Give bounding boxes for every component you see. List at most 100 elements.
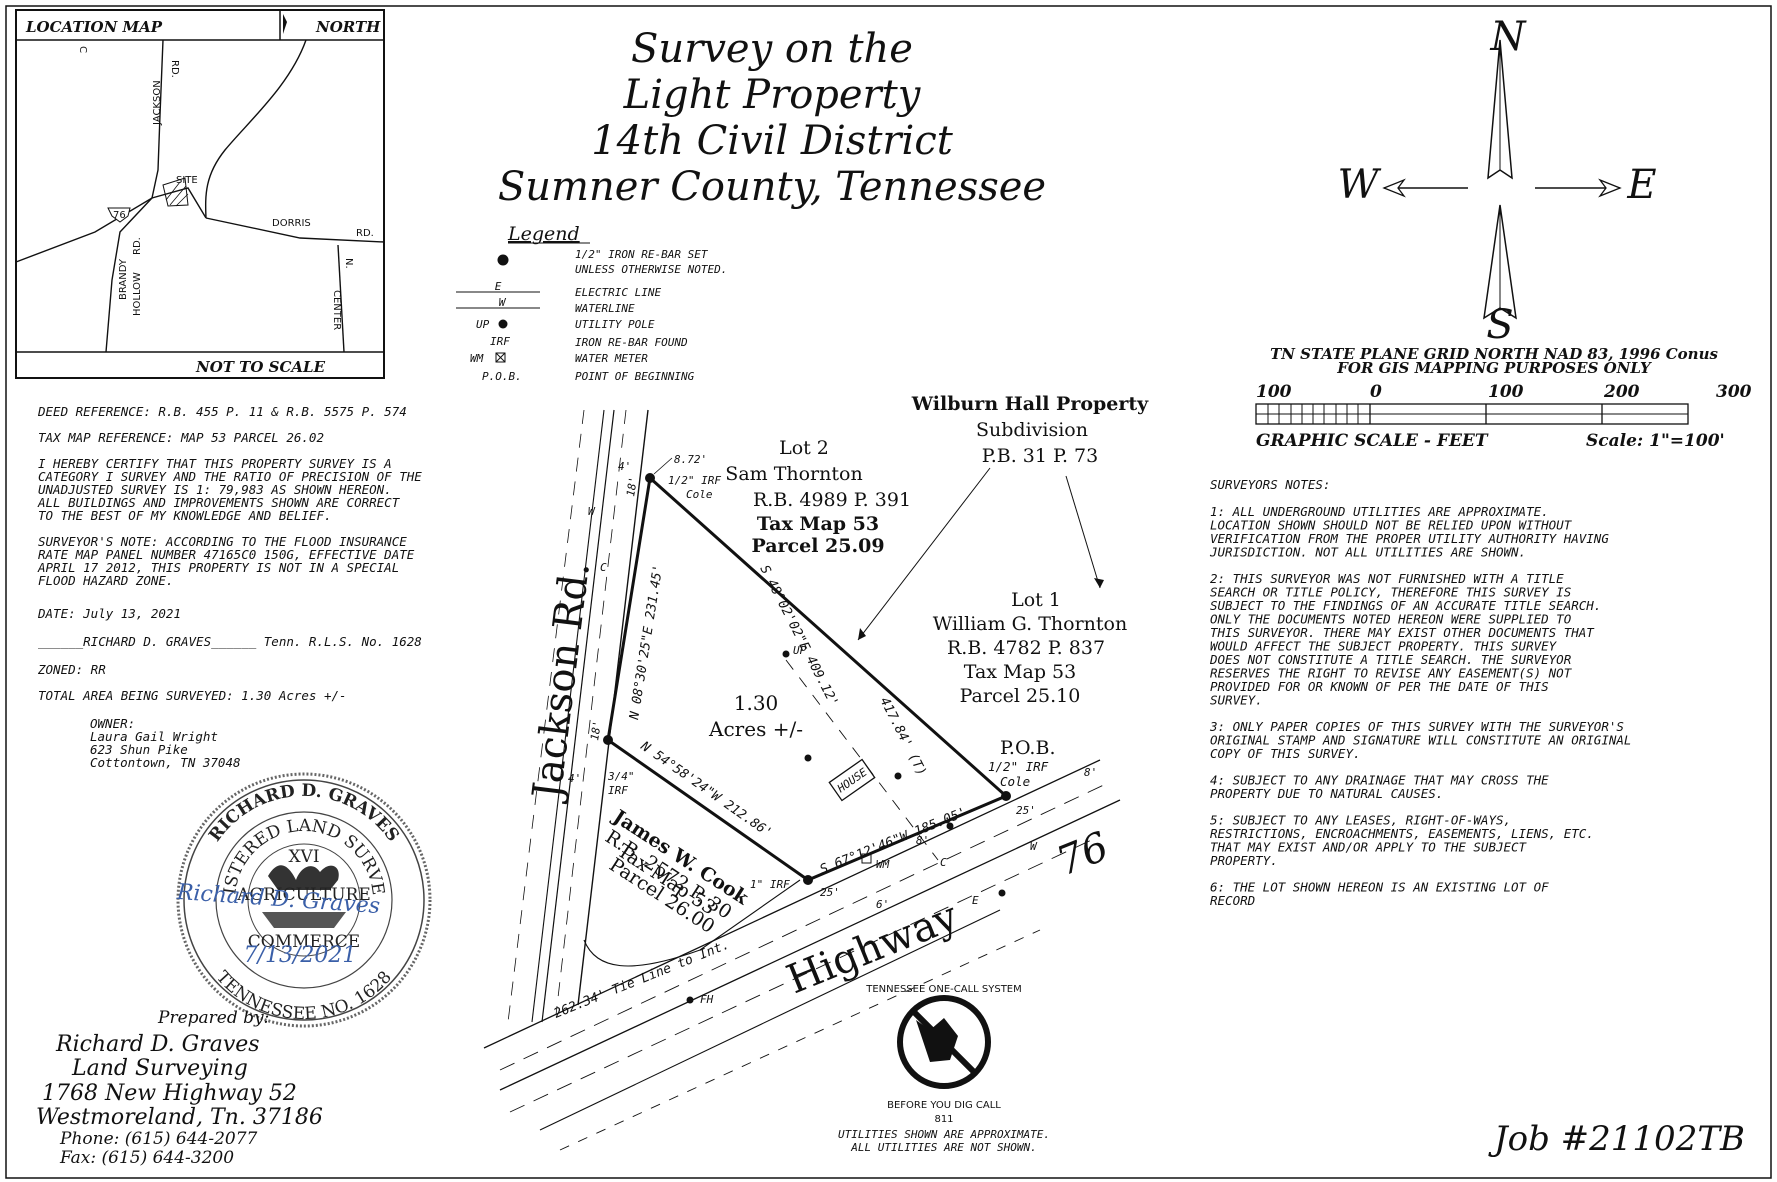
signature-date: 7/13/2021 (244, 943, 357, 968)
corner-nw-marker (645, 473, 655, 483)
flood-line-3: APRIL 17 2012, THIS PROPERTY IS NOT IN A… (37, 560, 399, 575)
surveyors-note-2-line-10: SURVEY. (1210, 693, 1263, 708)
dim-18a: 18' (624, 476, 640, 498)
prepared-fax: Fax: (615) 644-3200 (59, 1148, 234, 1168)
grid-note-line2: FOR GIS MAPPING PURPOSES ONLY (1336, 359, 1652, 377)
lot2-title: Lot 2 (779, 437, 829, 459)
scale-ratio: Scale: 1"=100' (1586, 431, 1725, 451)
total-area: TOTAL AREA BEING SURVEYED: 1.30 Acres +/… (38, 688, 347, 703)
legend-item-7: POINT OF BEGINNING (575, 370, 695, 383)
utility-pole-icon (804, 754, 812, 762)
scale-tick-0: 0 (1370, 382, 1382, 402)
location-map-north: NORTH (315, 18, 381, 36)
water-meter-icon (495, 352, 506, 363)
jackson-row-east (541, 409, 615, 1023)
compass-n: N (1490, 14, 1528, 60)
certify-line-4: ALL BUILDINGS AND IMPROVEMENTS SHOWN ARE… (37, 495, 401, 510)
surveyors-note-3-line-2: ORIGINAL STAMP AND SIGNATURE WILL CONSTI… (1210, 733, 1631, 748)
cole-top-label: Cole (686, 488, 713, 501)
dim-18b: 18' (588, 720, 604, 742)
surveyors-note-1-line-4: JURISDICTION. NOT ALL UTILITIES ARE SHOW… (1209, 545, 1526, 560)
survey-date: DATE: July 13, 2021 (37, 606, 181, 621)
surveyors-note-2-line-1: 2: THIS SURVEYOR WAS NOT FURNISHED WITH … (1210, 571, 1564, 586)
up-label: UP (793, 644, 807, 657)
certify-line-2: CATEGORY I SURVEY AND THE RATIO OF PRECI… (38, 469, 422, 484)
legend-up-symbol: UP (476, 318, 490, 331)
plat-drawing: N 08°30'25"E 231.45' S 48°02'02"E 409.12… (483, 393, 1149, 1151)
surveyors-note-4-line-1: 4: SUBJECT TO ANY DRAINAGE THAT MAY CROS… (1210, 773, 1549, 788)
surveyors-note-2-line-5: THIS SURVEYOR. THERE MAY EXIST OTHER DOC… (1210, 625, 1595, 640)
compass-w: W (1337, 162, 1381, 208)
surveyors-notes: SURVEYORS NOTES: 1: ALL UNDERGROUND UTIL… (1209, 477, 1631, 908)
tax-map-reference: TAX MAP REFERENCE: MAP 53 PARCEL 26.02 (38, 430, 324, 445)
one-call-number: 811 (934, 1114, 953, 1125)
surveyors-note-5-line-2: RESTRICTIONS, ENCROACHMENTS, EASEMENTS, … (1210, 826, 1594, 841)
surveyors-note-5-line-3: THAT MAY EXIST AND/OR APPLY TO THE SUBJE… (1210, 840, 1528, 855)
grid-note-line1: TN STATE PLANE GRID NORTH NAD 83, 1996 C… (1270, 345, 1718, 363)
legend-item-1-line1: 1/2" IRON RE-BAR SET (575, 248, 709, 261)
map-brandy-rd-label: RD. (132, 237, 143, 255)
scale-tick-100-left: 100 (1256, 382, 1292, 402)
zoned: ZONED: RR (37, 662, 106, 677)
iron-bar-set-icon (497, 254, 509, 266)
seal-roman: XVI (288, 847, 319, 867)
scale-tick-200: 200 (1603, 382, 1640, 402)
utility-pole-icon (946, 822, 954, 830)
seal-boat-icon (262, 912, 346, 928)
dim-4a: 4' (618, 460, 631, 473)
flood-line-4: FLOOD HAZARD ZONE. (38, 573, 173, 588)
jackson-rd-name: Jackson Rd. (524, 559, 599, 805)
highway-cl-label: C (940, 856, 947, 869)
lot1-deed: R.B. 4782 P. 837 (947, 637, 1105, 659)
signature-line: ______RICHARD D. GRAVES______ Tenn. R.L.… (38, 634, 422, 649)
legend-item-6: WATER METER (575, 352, 648, 365)
irf-1-label: 1" IRF (750, 878, 790, 891)
lot2-taxmap: Tax Map 53 (757, 513, 879, 535)
legend-item-5: IRON RE-BAR FOUND (575, 336, 688, 349)
location-map: LOCATION MAP NORTH NOT TO SCALE SITE 76 … (15, 9, 385, 379)
certify-line-5: TO THE BEST OF MY KNOWLEDGE AND BELIEF. (38, 508, 332, 523)
legend-item-3: WATERLINE (575, 302, 635, 315)
one-call-title: TENNESSEE ONE-CALL SYSTEM (865, 984, 1022, 995)
lot2-owner: Sam Thornton (725, 463, 862, 485)
utility-pole-icon (998, 889, 1006, 897)
surveyors-note-1-line-1: 1: ALL UNDERGROUND UTILITIES ARE APPROXI… (1210, 504, 1549, 519)
pob-label: P.O.B. (1000, 737, 1055, 759)
owner-address1: 623 Shun Pike (90, 742, 188, 757)
legend-w-symbol: W (499, 296, 507, 309)
lot1-title: Lot 1 (1011, 589, 1061, 611)
title-line-2: Light Property (623, 72, 922, 118)
irf-34-label: 3/4" (607, 770, 635, 783)
surveyors-note-2-line-9: PROVIDED FOR OR KNOWN OF PER THE DATE OF… (1210, 679, 1549, 694)
legend-item-1-line2: UNLESS OTHERWISE NOTED. (575, 263, 727, 276)
surveyors-note-5-line-4: PROPERTY. (1210, 853, 1278, 868)
cole-pob-label: Cole (1000, 774, 1030, 789)
title-line-1: Survey on the (631, 26, 913, 72)
flood-line-1: SURVEYOR'S NOTE: ACCORDING TO THE FLOOD … (38, 534, 407, 549)
compass-e: E (1626, 162, 1656, 208)
legend-item-2: ELECTRIC LINE (575, 286, 661, 299)
highway-e-label: E (972, 894, 979, 907)
title-block: Survey on the Light Property 14th Civil … (498, 26, 1046, 210)
surveyors-note-2-line-7: DOES NOT CONSTITUTE A TITLE SEARCH. THE … (1209, 652, 1572, 667)
map-hollow-label: HOLLOW (132, 272, 143, 316)
dim-25b: 25' (820, 886, 840, 899)
certify-line-1: I HEREBY CERTIFY THAT THIS PROPERTY SURV… (38, 456, 392, 471)
surveyors-note-6-line-2: RECORD (1210, 893, 1255, 908)
prepared-company: Land Surveying (71, 1056, 248, 1081)
highway-route: 76 (1051, 824, 1115, 886)
location-map-header: LOCATION MAP (25, 18, 163, 36)
surveyors-note-2-line-6: WOULD AFFECT THE SUBJECT PROPERTY. THIS … (1210, 639, 1558, 654)
lot1-taxmap: Tax Map 53 (964, 661, 1076, 683)
graphic-scale: 100 0 100 200 300 GRAPHIC SCALE - FEET S… (1255, 382, 1752, 451)
dim-6: 6' (876, 898, 889, 911)
house: HOUSE (828, 758, 876, 802)
legend-pob-symbol: P.O.B. (482, 370, 522, 383)
map-dorris-rd-label: RD. (356, 228, 374, 239)
prepared-by: Prepared by: Richard D. Graves Land Surv… (36, 1008, 323, 1168)
scale-caption: GRAPHIC SCALE - FEET (1256, 431, 1489, 451)
seal-plow-icon (268, 865, 339, 890)
map-route-76: 76 (113, 210, 126, 221)
seal-agri: AGRICULTURE (236, 885, 371, 905)
